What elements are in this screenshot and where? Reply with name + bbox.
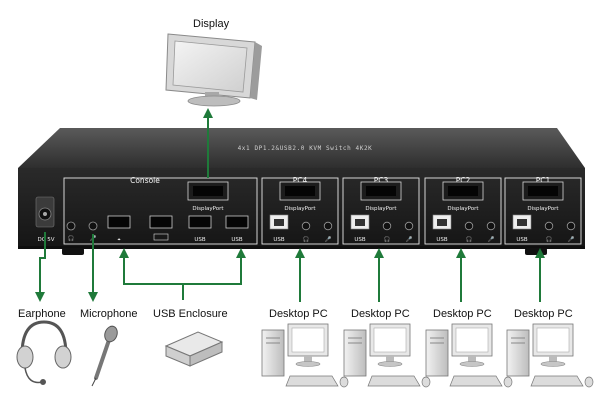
console-usb-1[interactable]	[188, 215, 212, 229]
console-usb-keyboard[interactable]	[149, 215, 173, 229]
desktop-pc-icon	[425, 323, 513, 388]
microphone-label: Microphone	[80, 308, 138, 320]
pc-mic-jack[interactable]	[566, 221, 576, 231]
kvm-switch-chassis: 4x1 DP1.2&USB2.0 KVM Switch 4K2K	[18, 128, 585, 255]
keyboard-icon	[153, 233, 169, 241]
mouse-icon: ⌖	[117, 237, 120, 243]
device-title: 4x1 DP1.2&USB2.0 KVM Switch 4K2K	[238, 145, 373, 152]
display-monitor-icon	[165, 33, 262, 107]
headphone-icon: 🎧	[546, 236, 553, 243]
pc-usb-label: USB	[354, 237, 366, 243]
desktop-pc-icon	[343, 323, 431, 388]
pc-mic-jack[interactable]	[323, 221, 333, 231]
earphone-arrow	[35, 232, 46, 302]
pc-group-label: PC4	[293, 176, 308, 185]
display-label: Display	[193, 18, 230, 30]
usb-enclosure-arrow	[119, 248, 246, 285]
mic-small-icon: 🎤	[488, 235, 495, 243]
desktop-pc-icon	[261, 323, 349, 388]
desktop-pc-label-4: Desktop PC	[269, 308, 328, 320]
headphone-icon: 🎧	[303, 236, 310, 243]
usb-enclosure-label: USB Enclosure	[153, 308, 228, 320]
pc-port-groups: PC4DisplayPortUSB🎧🎤PC3DisplayPortUSB🎧🎤PC…	[261, 176, 582, 245]
pc-usb-label: USB	[273, 237, 285, 243]
desktop-pc-icon	[506, 323, 594, 388]
pc-audio-jack[interactable]	[382, 221, 392, 231]
console-usb-2[interactable]	[225, 215, 249, 229]
console-usb-label-2: USB	[231, 237, 243, 243]
pc-mic-jack[interactable]	[404, 221, 414, 231]
pc-usb-label: USB	[516, 237, 528, 243]
pc-group-label: PC1	[536, 176, 551, 185]
headset-icon	[16, 320, 72, 385]
console-usb-mouse[interactable]	[107, 215, 131, 229]
pc-usb-label: USB	[436, 237, 448, 243]
headphone-icon: 🎧	[466, 236, 473, 243]
desktop-pc-label-3: Desktop PC	[351, 308, 410, 320]
pc-group-label: PC2	[456, 176, 471, 185]
console-usb-label-1: USB	[194, 237, 206, 243]
console-port-group: Console DisplayPort 🎧 🎤 ⌖ USB USB	[63, 176, 258, 245]
connection-arrows	[35, 108, 545, 302]
pc-displayport-label: DisplayPort	[447, 206, 479, 212]
pc-mic-jack[interactable]	[486, 221, 496, 231]
mic-small-icon: 🎤	[568, 235, 575, 243]
mic-small-icon: 🎤	[406, 235, 413, 243]
power-jack[interactable]: DC 5V	[35, 196, 55, 243]
pc-audio-jack[interactable]	[301, 221, 311, 231]
console-displayport-label: DisplayPort	[192, 206, 224, 212]
desktop-pc-group	[261, 323, 594, 388]
mic-small-icon: 🎤	[325, 235, 332, 243]
pc-displayport-label: DisplayPort	[365, 206, 397, 212]
pc-audio-jack[interactable]	[464, 221, 474, 231]
desktop-pc-label-2: Desktop PC	[433, 308, 492, 320]
pc-group-label: PC3	[374, 176, 389, 185]
pc-displayport-label: DisplayPort	[284, 206, 316, 212]
pc-audio-jack[interactable]	[544, 221, 554, 231]
console-earphone-jack[interactable]	[66, 221, 76, 231]
usb-enclosure-icon	[164, 331, 224, 367]
headphone-icon: 🎧	[384, 236, 391, 243]
console-label: Console	[130, 176, 160, 185]
console-mic-jack[interactable]	[88, 221, 98, 231]
power-label: DC 5V	[37, 237, 54, 243]
microphone-icon	[91, 325, 118, 387]
earphone-label: Earphone	[18, 308, 66, 320]
pc-displayport-label: DisplayPort	[527, 206, 559, 212]
desktop-pc-label-1: Desktop PC	[514, 308, 573, 320]
headphone-icon: 🎧	[68, 235, 75, 242]
